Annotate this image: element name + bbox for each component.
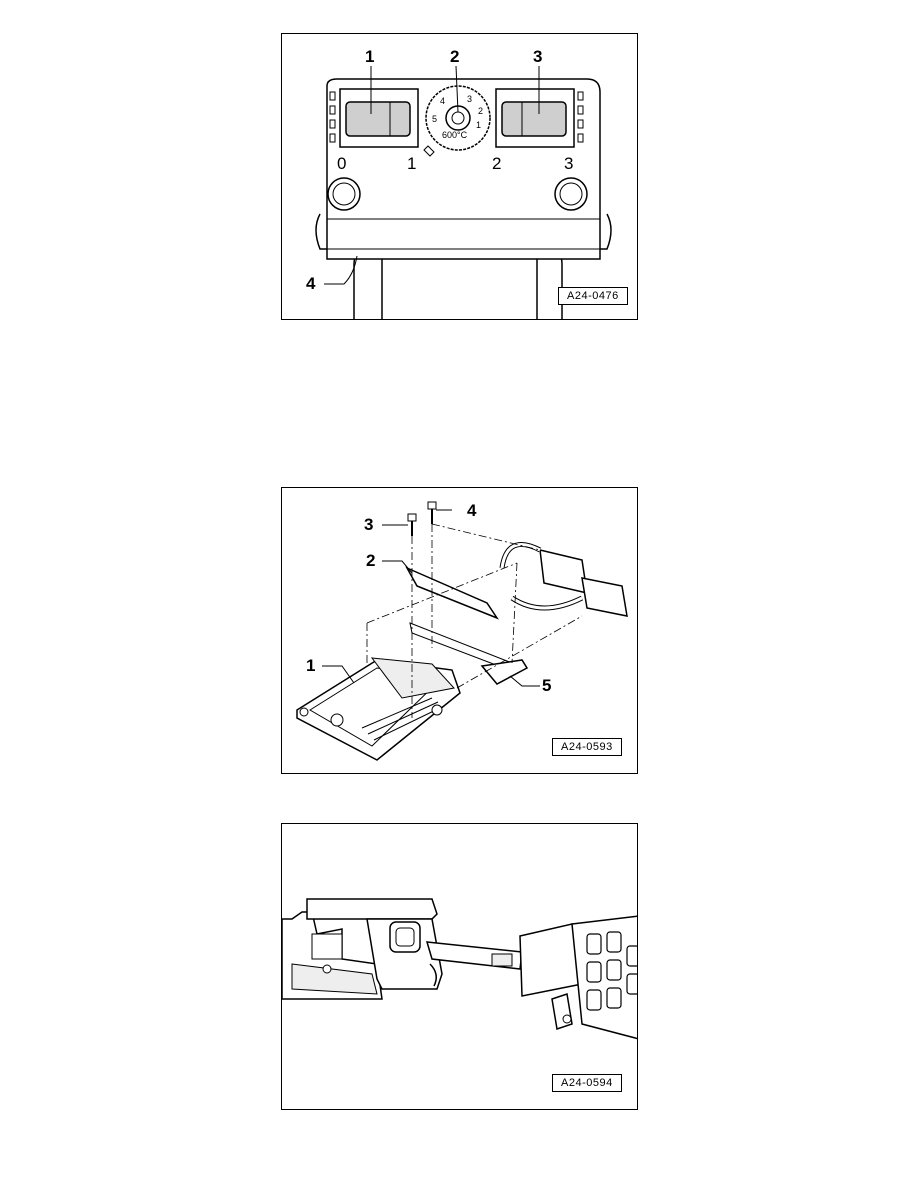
figure-code: A24-0594 <box>552 1074 622 1092</box>
dial-mark: 2 <box>478 106 483 116</box>
control-module-drawing <box>296 501 628 761</box>
dial-label: 600°C <box>442 130 468 140</box>
figure-control-module-exploded: 3 4 2 1 5 A24-0593 <box>281 487 638 774</box>
callout-4: 4 <box>467 501 477 520</box>
callout-4: 4 <box>306 274 316 293</box>
figure-code: A24-0593 <box>552 738 622 756</box>
callout-1: 1 <box>365 47 375 66</box>
callout-2: 2 <box>450 47 460 66</box>
switch-position-3: 3 <box>564 154 574 173</box>
dial-mark: 1 <box>476 120 481 130</box>
figure-heat-gun-application: A24-0594 <box>281 823 638 1110</box>
dial-mark: 4 <box>440 96 445 106</box>
figure-code: A24-0476 <box>558 287 628 305</box>
callout-1: 1 <box>306 656 316 675</box>
callout-5: 5 <box>542 676 552 695</box>
heat-gun-application-drawing <box>282 898 637 1040</box>
dial-mark: 5 <box>432 114 437 124</box>
callout-3: 3 <box>533 47 543 66</box>
dial-mark: 3 <box>467 94 472 104</box>
switch-position-0: 0 <box>337 154 347 173</box>
figure-heat-gun-controls: 5 4 3 2 1 600°C 1 2 3 4 0 1 2 3 A24-0476 <box>281 33 638 320</box>
dial-pointer-icon <box>423 145 435 157</box>
switch-position-1: 1 <box>407 154 417 173</box>
callout-2: 2 <box>366 551 376 570</box>
callout-3: 3 <box>364 515 374 534</box>
switch-position-2: 2 <box>492 154 502 173</box>
heat-gun-controls-drawing: 5 4 3 2 1 600°C <box>315 65 612 319</box>
